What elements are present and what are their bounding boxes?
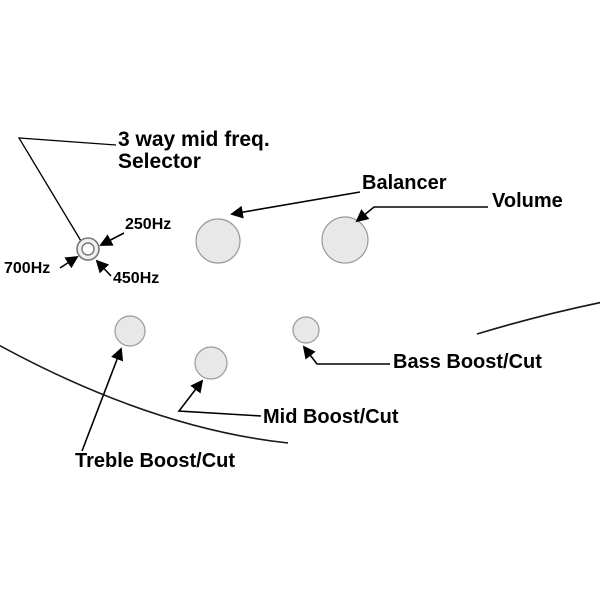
- selector-leader-line: [17, 137, 117, 242]
- balancer-knob: [195, 218, 241, 264]
- selector-title-line2: Selector: [118, 150, 201, 173]
- mid-boost-cut-label: Mid Boost/Cut: [263, 406, 399, 428]
- freq-250-arrow: [99, 232, 125, 246]
- volume-arrow: [355, 206, 488, 223]
- mid-arrow: [177, 379, 262, 417]
- mid-freq-selector-switch-inner: [81, 242, 95, 256]
- freq-label-450hz: 450Hz: [113, 270, 160, 287]
- freq-label-250hz: 250Hz: [125, 216, 172, 233]
- treble-arrow: [81, 347, 124, 452]
- bass-boost-cut-label: Bass Boost/Cut: [393, 351, 542, 373]
- body-outline-right-curve: [476, 301, 600, 335]
- freq-label-700hz: 700Hz: [4, 260, 51, 277]
- balancer-arrow: [230, 191, 361, 219]
- freq-450-arrow: [95, 259, 112, 277]
- volume-knob: [321, 216, 369, 264]
- treble-boost-cut-label: Treble Boost/Cut: [75, 450, 236, 472]
- bass-arrow: [302, 345, 390, 365]
- mid-knob: [194, 346, 228, 380]
- bass-knob: [292, 316, 320, 344]
- volume-label: Volume: [492, 190, 563, 212]
- body-outline-left-curve: [0, 344, 289, 444]
- balancer-label: Balancer: [362, 172, 447, 194]
- selector-title-line1: 3 way mid freq.: [118, 128, 270, 151]
- freq-700-arrow: [59, 255, 79, 269]
- treble-knob: [114, 315, 146, 347]
